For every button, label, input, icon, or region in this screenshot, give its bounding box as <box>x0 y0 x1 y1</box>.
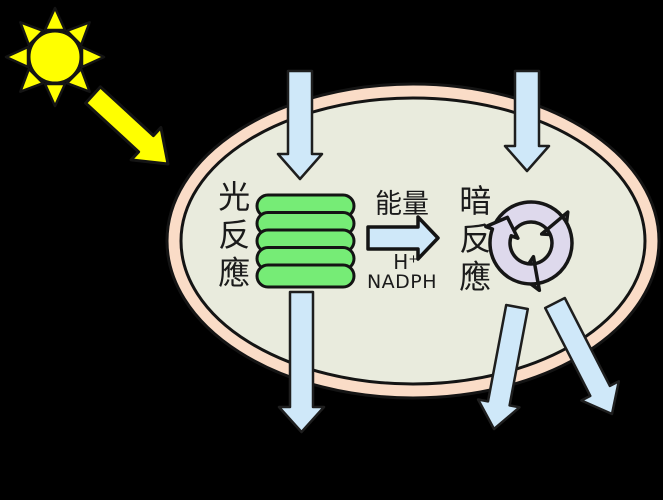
h-plus-label: H⁺ <box>393 250 419 274</box>
output-arrow-bottom-icon <box>277 290 326 434</box>
dark-reaction-label: 暗反應 <box>454 184 493 298</box>
grana-stack-icon <box>255 193 356 289</box>
input-arrows <box>276 69 551 181</box>
granum-disc <box>255 263 356 289</box>
calvin-cycle-icon <box>484 200 574 293</box>
sun-icon <box>4 6 106 108</box>
output-arrow-left-icon <box>476 303 530 431</box>
input-arrow-right-icon <box>503 69 551 173</box>
cycle-arrow <box>484 215 540 286</box>
light-reaction-label: 光反應 <box>213 180 252 294</box>
energy-label: 能量 <box>375 189 429 220</box>
sunlight-arrow-icon <box>84 85 170 166</box>
output-arrows <box>277 290 621 434</box>
energy-arrow-icon <box>366 215 440 261</box>
output-arrow-right-icon <box>543 296 621 416</box>
nadph-label: NADPH <box>366 271 438 293</box>
sun-body <box>27 29 83 85</box>
input-arrow-left-icon <box>276 69 324 181</box>
